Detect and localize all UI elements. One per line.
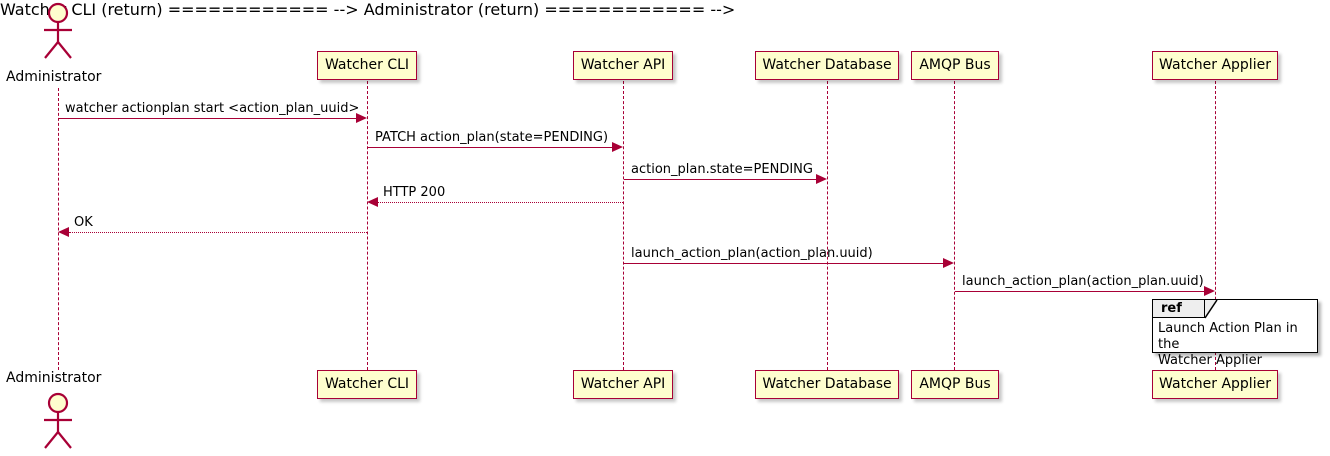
arrow-head-6	[943, 258, 954, 268]
message-line-4	[378, 202, 623, 203]
lifeline-watcher-api	[623, 81, 624, 370]
arrow-head-7	[1204, 286, 1215, 296]
message-label-1: watcher actionplan start <action_plan_uu…	[65, 101, 360, 116]
message-line-5	[69, 232, 367, 233]
participant-watcher-applier-top[interactable]: Watcher Applier	[1152, 51, 1278, 80]
participant-watcher-applier-bottom[interactable]: Watcher Applier	[1152, 370, 1278, 399]
message-label-4: HTTP 200	[383, 185, 446, 200]
lifeline-watcher-applier	[1215, 81, 1216, 370]
lifeline-watcher-cli	[367, 81, 368, 370]
arrow-head-2	[612, 142, 623, 152]
participant-amqp-bus-bottom[interactable]: AMQP Bus	[911, 370, 999, 399]
lifeline-watcher-database	[827, 81, 828, 370]
arrow-head-3	[816, 174, 827, 184]
participant-watcher-cli-bottom[interactable]: Watcher CLI	[317, 370, 417, 399]
arrow-head-5	[58, 227, 69, 237]
message-label-7: launch_action_plan(action_plan.uuid)	[962, 274, 1204, 289]
ref-fragment-tab-notch-border	[1205, 300, 1218, 319]
ref-fragment-tab-label: ref	[1153, 300, 1205, 318]
participant-watcher-api-bottom[interactable]: Watcher API	[573, 370, 673, 399]
ref-fragment: ref Launch Action Plan in the Watcher Ap…	[1152, 299, 1318, 368]
actor-label-administrator-bottom: Administrator	[6, 370, 102, 386]
message-label-3: action_plan.state=PENDING	[631, 162, 813, 177]
message-line-1	[58, 118, 356, 119]
message-line-7	[955, 291, 1204, 292]
participant-watcher-api-top[interactable]: Watcher API	[573, 51, 673, 80]
message-line-6	[624, 263, 943, 264]
message-label-5: OK	[74, 215, 93, 230]
participant-watcher-database-bottom[interactable]: Watcher Database	[755, 370, 899, 399]
arrow-head-4	[367, 197, 378, 207]
participant-watcher-database-top[interactable]: Watcher Database	[755, 51, 899, 80]
actor-label-administrator-top: Administrator	[6, 69, 102, 85]
participant-amqp-bus-top[interactable]: AMQP Bus	[911, 51, 999, 80]
message-line-3	[624, 179, 816, 180]
participant-watcher-cli-top[interactable]: Watcher CLI	[317, 51, 417, 80]
message-label-6: launch_action_plan(action_plan.uuid)	[631, 246, 873, 261]
actor-administrator-top	[44, 2, 72, 59]
actor-administrator-bottom	[44, 392, 72, 449]
message-line-2	[368, 147, 612, 148]
lifeline-amqp-bus	[954, 81, 955, 370]
message-label-2: PATCH action_plan(state=PENDING)	[375, 130, 609, 145]
arrow-head-1	[356, 113, 367, 123]
ref-fragment-text: Launch Action Plan in the Watcher Applie…	[1158, 321, 1298, 368]
